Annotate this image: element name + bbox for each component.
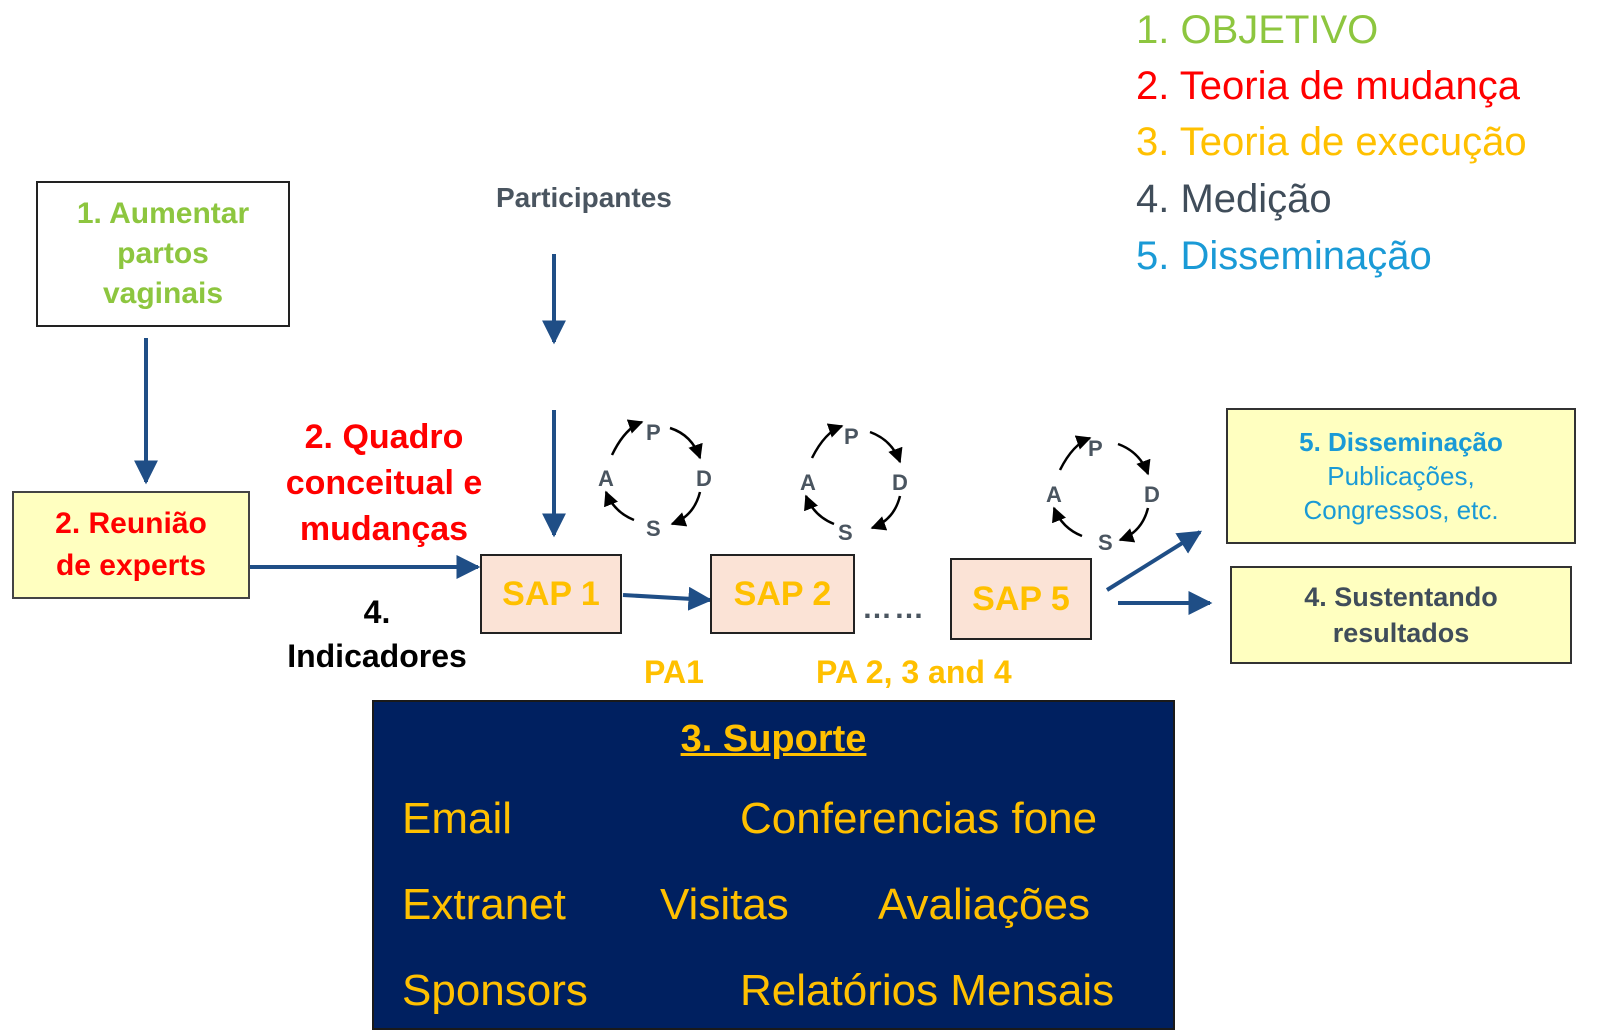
pdsa-1-a: A xyxy=(598,466,614,491)
support-extranet: Extranet xyxy=(402,880,566,929)
concept-label: 2. Quadro conceitual e mudanças xyxy=(285,418,483,548)
dissemination-line1: Publicações, xyxy=(1327,461,1475,491)
support-conference-calls: Conferencias fone xyxy=(740,794,1098,843)
legend-execution-theory: 3. Teoria de execução xyxy=(1136,120,1527,164)
pdsa-3-a: A xyxy=(1046,482,1062,507)
pa1-label: PA1 xyxy=(644,654,704,690)
indicators-text: Indicadores xyxy=(287,638,467,674)
legend-change-theory: 2. Teoria de mudança xyxy=(1136,64,1520,108)
objective-text: 1. Aumentar partos vaginais xyxy=(76,197,250,310)
indicators-label: 4. Indicadores xyxy=(262,590,492,678)
pdsa-cycle-2-arrows xyxy=(804,423,903,531)
pdsa-1-s: S xyxy=(646,516,661,541)
objective-box: 1. Aumentar partos vaginais xyxy=(36,181,290,327)
sustain-box: 4. Sustentando resultados xyxy=(1230,566,1572,664)
sap-5-box: SAP 5 xyxy=(950,558,1092,640)
legend-measurement: 4. Medição xyxy=(1136,177,1332,221)
sustain-line2: resultados xyxy=(1332,618,1470,648)
support-evaluations: Avaliações xyxy=(878,880,1090,929)
legend-dissemination: 5. Disseminação xyxy=(1136,234,1432,278)
sap-2-label: SAP 2 xyxy=(733,574,832,613)
pdsa-3-s: S xyxy=(1098,530,1113,555)
experts-box: 2. Reunião de experts xyxy=(12,491,250,599)
sap-5-label: SAP 5 xyxy=(972,579,1070,618)
indicators-number: 4. xyxy=(363,594,391,630)
support-monthly-reports: Relatórios Mensais xyxy=(740,966,1115,1015)
support-visits: Visitas xyxy=(660,880,789,929)
pa234-label: PA 2, 3 and 4 xyxy=(816,654,1012,690)
pdsa-cycle-3-arrows xyxy=(1052,435,1151,543)
pdsa-2-s: S xyxy=(838,520,853,545)
sap-ellipsis: …… xyxy=(862,592,926,625)
support-title: 3. Suporte xyxy=(680,718,867,760)
pdsa-cycle-1-arrows xyxy=(604,419,703,527)
pdsa-3-p: P xyxy=(1088,436,1103,461)
pdsa-1-d: D xyxy=(696,466,712,491)
sap-1-box: SAP 1 xyxy=(480,554,622,634)
dissemination-line2: Congressos, etc. xyxy=(1303,495,1499,525)
sap-2-box: SAP 2 xyxy=(710,554,855,634)
dissemination-title: 5. Disseminação xyxy=(1299,427,1503,457)
pdsa-2-p: P xyxy=(844,424,859,449)
sap-1-label: SAP 1 xyxy=(502,574,600,613)
sustain-line1: 4. Sustentando xyxy=(1304,582,1498,612)
support-sponsors: Sponsors xyxy=(402,966,588,1015)
support-email: Email xyxy=(402,794,513,843)
dissemination-box: 5. Disseminação Publicações, Congressos,… xyxy=(1226,408,1576,544)
legend-objective: 1. OBJETIVO xyxy=(1136,8,1379,52)
participants-label: Participantes xyxy=(496,182,672,213)
pdsa-2-d: D xyxy=(892,470,908,495)
pdsa-3-d: D xyxy=(1144,482,1160,507)
experts-text: 2. Reunião de experts xyxy=(55,507,207,582)
pdsa-2-a: A xyxy=(800,470,816,495)
pdsa-1-p: P xyxy=(646,420,661,445)
support-panel: 3. Suporte Email Conferencias fone Extra… xyxy=(372,700,1175,1030)
